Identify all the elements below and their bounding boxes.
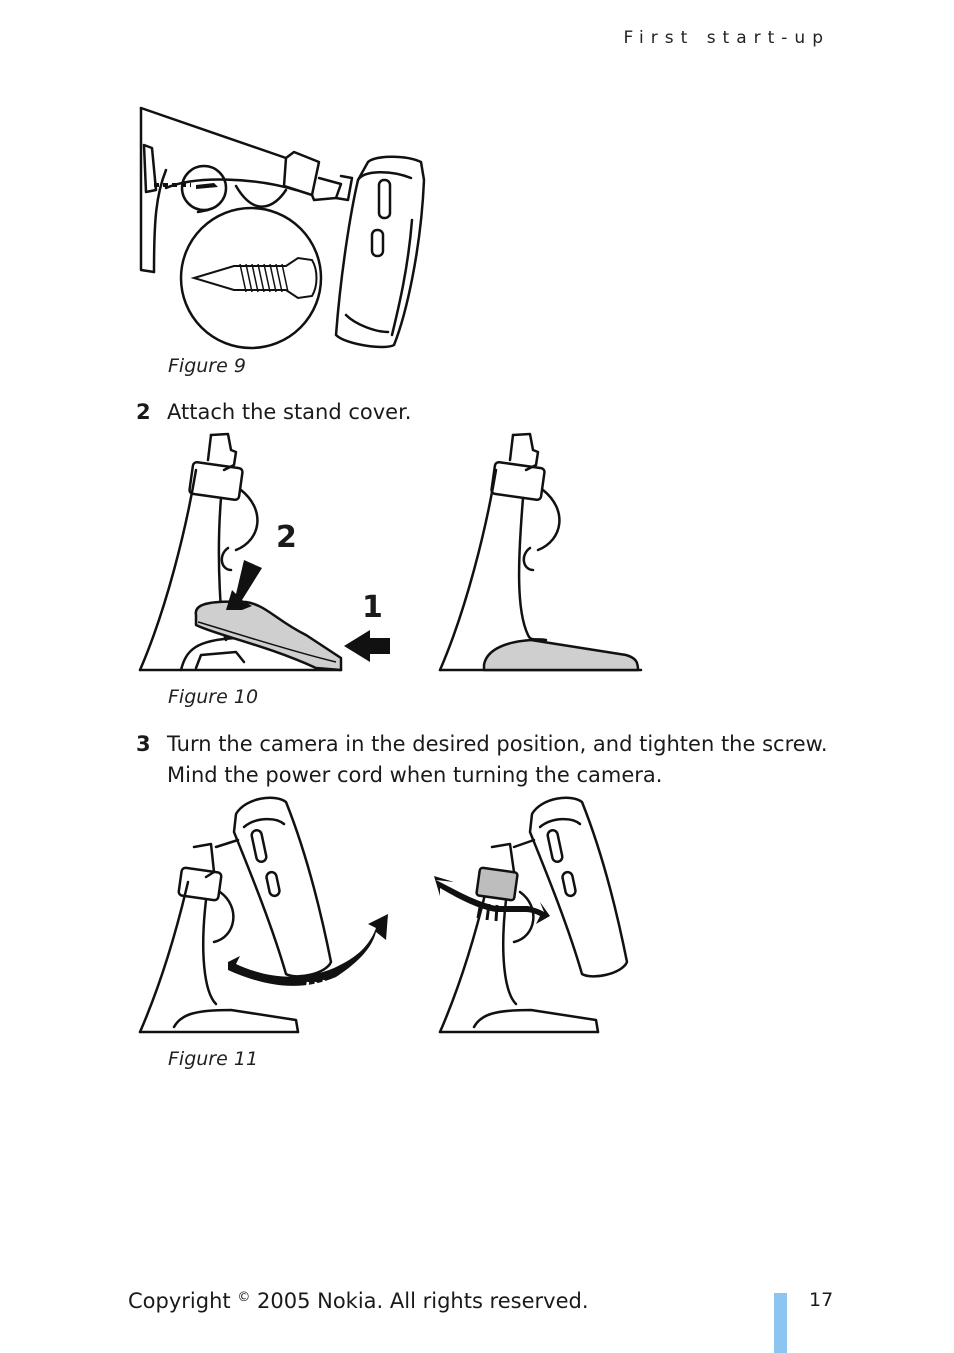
figure-10-illustration — [138, 432, 643, 672]
page-accent-bar — [774, 1293, 787, 1353]
page-number: 17 — [809, 1289, 834, 1311]
copyright-symbol: © — [237, 1290, 251, 1305]
step-text: Turn the camera in the desired position,… — [167, 732, 828, 787]
step-2: 2 Attach the stand cover. — [136, 397, 411, 428]
figure-10-caption: Figure 10 — [168, 686, 259, 708]
figure-11-caption: Figure 11 — [168, 1048, 259, 1070]
step-number: 3 — [136, 732, 151, 756]
step-text: Attach the stand cover. — [167, 400, 412, 424]
copyright-rest: 2005 Nokia. All rights reserved. — [257, 1289, 589, 1313]
figure-10-label-1: 1 — [362, 590, 383, 625]
figure-10-label-2: 2 — [276, 520, 297, 555]
figure-9-illustration — [139, 106, 426, 350]
step-number: 2 — [136, 400, 151, 424]
figure-9-caption: Figure 9 — [168, 355, 246, 377]
figure-11-illustration — [138, 796, 629, 1034]
copyright-prefix: Copyright — [128, 1289, 231, 1313]
copyright-notice: Copyright © 2005 Nokia. All rights reser… — [128, 1289, 589, 1313]
step-3: 3 Turn the camera in the desired positio… — [136, 729, 836, 791]
running-header: First start-up — [623, 28, 830, 48]
